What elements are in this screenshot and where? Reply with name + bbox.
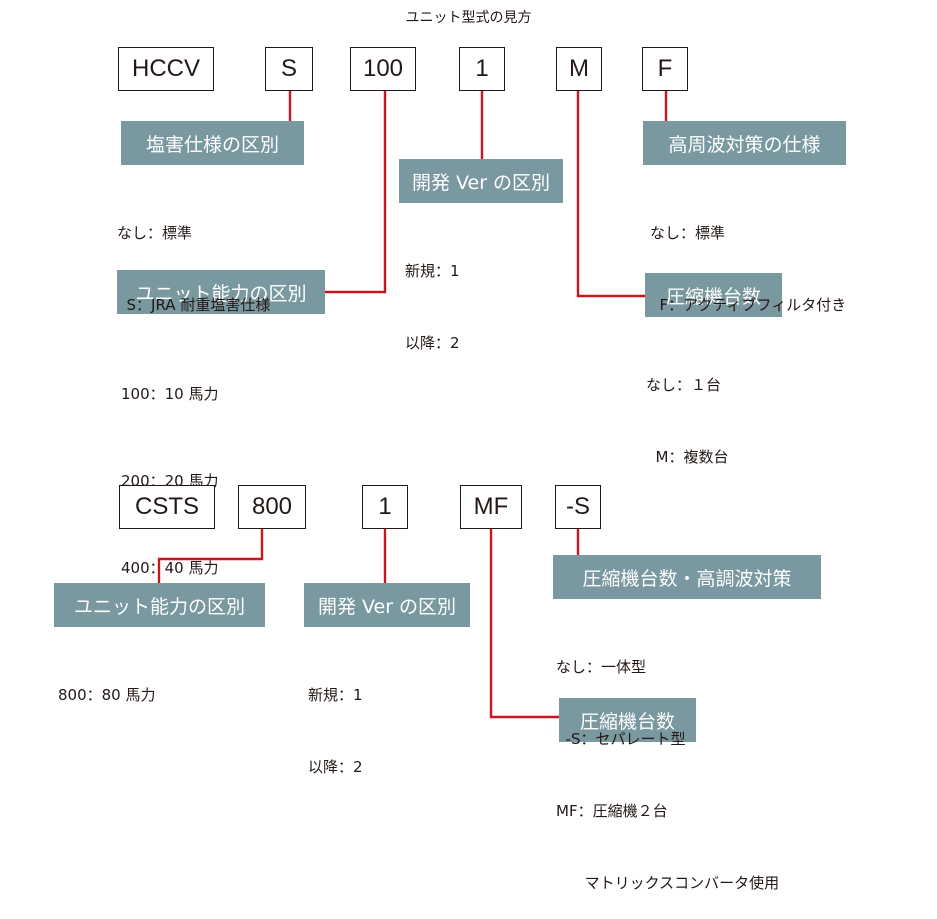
desc-dev-version: 新規：1 以降：2: [405, 262, 460, 352]
desc-compressor-count: なし：１台 M：複数台: [646, 376, 729, 466]
desc-unit-capacity: 100：10 馬力 200：20 馬力 400：40 馬力: [121, 385, 219, 577]
desc-compressor-harmonic: なし：一体型 -S：セパレート型: [556, 658, 686, 748]
label-harmonic-spec: 高周波対策の仕様: [643, 121, 846, 165]
code-box-mf: MF: [460, 485, 522, 529]
desc-unit-capacity-2: 800：80 馬力: [58, 686, 156, 704]
desc-compressor-count-2: MF：圧縮機２台 マトリックスコンバータ使用: [556, 802, 780, 892]
desc-salt: なし：標準 S：JRA 耐重塩害仕様: [117, 224, 271, 314]
connector-mf-to-compressor: [489, 529, 559, 719]
connector-lines: [157, 91, 668, 719]
label-dev-version: 開発 Ver の区別: [399, 159, 563, 203]
code-box-csts: CSTS: [119, 485, 215, 529]
diagram-title: ユニット型式の見方: [405, 10, 532, 26]
code-box-1: 1: [459, 47, 505, 91]
code-box-1b: 1: [362, 485, 408, 529]
connector-m-to-compressor: [576, 91, 645, 298]
connector-100-to-capacity: [325, 91, 387, 294]
label-unit-capacity: ユニット能力の区別: [117, 270, 325, 314]
code-box-m: M: [556, 47, 602, 91]
code-box-hccv: HCCV: [118, 47, 214, 91]
desc-harmonic: なし：標準 F：アクティブフィルタ付き: [650, 224, 847, 314]
label-compressor-count-2: 圧縮機台数: [559, 698, 696, 742]
code-box-800: 800: [238, 485, 306, 529]
code-box-dash-s: -S: [555, 485, 601, 529]
connector-800-to-capacity: [157, 529, 264, 583]
label-dev-version-2: 開発 Ver の区別: [304, 583, 470, 627]
code-box-100: 100: [350, 47, 416, 91]
code-box-s: S: [265, 47, 313, 91]
label-salt-spec: 塩害仕様の区別: [121, 121, 304, 165]
label-compressor-count: 圧縮機台数: [645, 273, 782, 317]
code-box-f: F: [642, 47, 688, 91]
label-unit-capacity-2: ユニット能力の区別: [54, 583, 265, 627]
desc-dev-version-2: 新規：1 以降：2: [308, 686, 363, 776]
label-compressor-harmonic: 圧縮機台数・高調波対策: [553, 555, 821, 599]
